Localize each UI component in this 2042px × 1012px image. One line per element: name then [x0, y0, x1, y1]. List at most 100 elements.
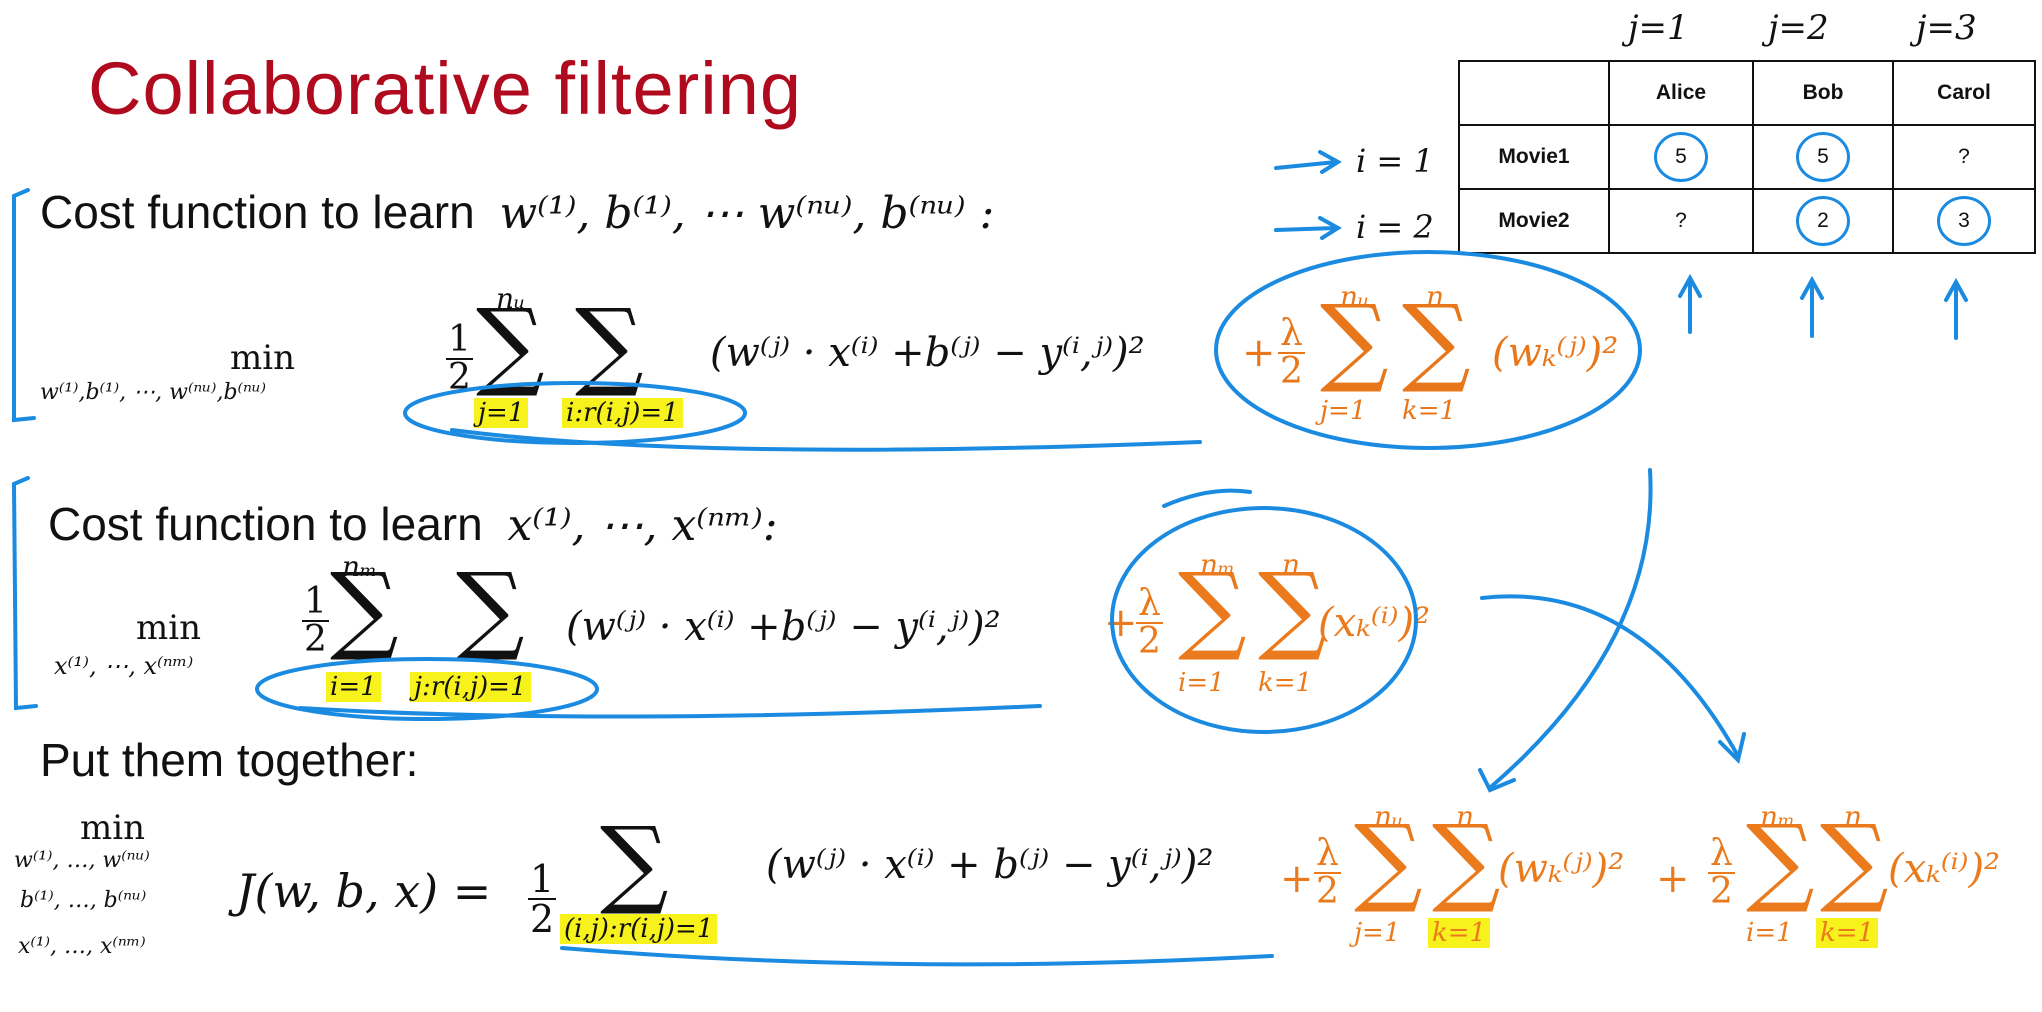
row-label-i2: i = 2	[1356, 208, 1434, 246]
section3-reg2-sum2: ∑	[1820, 804, 1889, 916]
oval-section2-sums	[255, 657, 599, 721]
bracket-section2	[11, 476, 38, 711]
section3-reg1-lambda: λ	[1314, 833, 1341, 874]
section2-reg-den: 2	[1137, 621, 1161, 662]
section3-reg2-sum2-bottom: k=1	[1816, 918, 1879, 948]
section3-squared-error: (w⁽ʲ⁾ · x⁽ⁱ⁾ + b⁽ʲ⁾ − y⁽ⁱ,ʲ⁾)²	[766, 842, 1214, 888]
section2-min: min	[136, 608, 202, 648]
table-row-movie1-name: Movie1	[1458, 124, 1610, 190]
col-label-j2: j=2	[1768, 8, 1829, 48]
section3-sum-bottom: (i,j):r(i,j)=1	[560, 914, 718, 944]
table-row: Movie1 5 5 ?	[1458, 124, 2036, 190]
section1-min-subscript: w⁽¹⁾,b⁽¹⁾, ⋯, w⁽ⁿᵘ⁾,b⁽ⁿᵘ⁾	[40, 380, 267, 405]
bracket-section1	[12, 188, 36, 423]
section2-reg-sum1-bottom: i=1	[1178, 668, 1225, 698]
oval-section1-reg	[1214, 250, 1642, 450]
table-cell: 5	[1752, 124, 1894, 190]
section2-params: x⁽¹⁾, ⋯, x⁽ⁿᵐ⁾:	[507, 500, 778, 551]
row-label-i1: i = 1	[1356, 142, 1434, 180]
table-header-row: Alice Bob Carol	[1458, 60, 2036, 126]
underline-section2	[298, 704, 1042, 719]
table-cell: ?	[1892, 124, 2036, 190]
section2-outer-sum-top: nₘ	[342, 550, 378, 583]
section2-half-den: 2	[304, 619, 327, 660]
section3-reg2-den: 2	[1709, 871, 1733, 912]
section3-min-sub1: w⁽¹⁾, …, w⁽ⁿᵘ⁾	[14, 848, 150, 873]
arrow-row1	[1274, 160, 1338, 170]
section3-reg2-lambda: λ	[1708, 833, 1735, 874]
section2-half-num: 1	[302, 581, 329, 622]
section3-half-den: 2	[530, 897, 555, 941]
section1-reg-sum2-bottom: k=1	[1402, 396, 1457, 426]
arrow-col2	[1800, 275, 1824, 338]
section3-reg2-sum1-top: nₘ	[1760, 800, 1796, 833]
section2-reg-sum2-top: n	[1282, 548, 1301, 581]
section1-outer-sum-top: nᵤ	[496, 282, 526, 315]
section2-reg-sum2-bottom: k=1	[1258, 668, 1313, 698]
section1-half-num: 1	[446, 319, 473, 360]
arrow-row2	[1274, 226, 1338, 232]
section3-reg1-term: (wₖ⁽ʲ⁾)²	[1498, 846, 1625, 892]
section2-reg-term: (xₖ⁽ⁱ⁾)²	[1318, 600, 1431, 646]
table-corner-cell	[1458, 60, 1610, 126]
section2-inner-sum-bottom: j:r(i,j)=1	[410, 672, 531, 702]
section1-outer-sum-bottom: j=1	[474, 398, 529, 428]
section3-reg2-sum2-top: n	[1844, 800, 1863, 833]
arrow-row1-head	[1318, 150, 1342, 174]
section1-reg-sum1-top: nᵤ	[1340, 280, 1370, 313]
section3-min-sub2: b⁽¹⁾, …, b⁽ⁿᵘ⁾	[20, 888, 147, 913]
section3-reg2-plus: +	[1656, 856, 1690, 902]
section2-heading-row: Cost function to learn x⁽¹⁾, ⋯, x⁽ⁿᵐ⁾:	[48, 497, 778, 551]
rating-circle: 5	[1796, 132, 1850, 182]
section3-reg1-plus: +	[1280, 856, 1314, 902]
table-header-bob: Bob	[1752, 60, 1894, 126]
underline-section3	[560, 946, 1274, 967]
section3-reg1-sum1-top: nᵤ	[1374, 800, 1404, 833]
section1-squared-error: (w⁽ʲ⁾ · x⁽ⁱ⁾ +b⁽ʲ⁾ − y⁽ⁱ,ʲ⁾)²	[710, 330, 1145, 376]
section3-half-num: 1	[528, 857, 557, 901]
section3-heading: Put them together:	[40, 734, 419, 786]
section3-lhs: J(w, b, x) =	[236, 864, 492, 918]
section1-reg-term: (wₖ⁽ʲ⁾)²	[1492, 330, 1619, 376]
arrow-reg-w	[1490, 468, 1653, 788]
section1-reg-lambda: λ	[1278, 313, 1305, 354]
arrow-oval2-tail	[1162, 488, 1252, 508]
table-cell: 2	[1752, 188, 1894, 254]
section2-outer-sum-bottom: i=1	[326, 672, 381, 702]
table-cell: ?	[1608, 188, 1754, 254]
section1-reg-den: 2	[1279, 351, 1303, 392]
section3-reg1-sum2-bottom: k=1	[1428, 918, 1491, 948]
section3-reg1-sum1: ∑	[1354, 804, 1423, 916]
table-header-alice: Alice	[1608, 60, 1754, 126]
underline-section1	[450, 428, 1202, 452]
ratings-table-wrap: Alice Bob Carol Movie1 5 5 ? Movie2 ? 2 …	[1458, 60, 2036, 254]
col-label-j1: j=1	[1628, 8, 1689, 48]
section1-heading-row: Cost function to learn w⁽¹⁾, b⁽¹⁾, ⋯ w⁽ⁿ…	[40, 185, 994, 239]
section1-outer-sum: ∑	[476, 288, 545, 400]
arrow-reg-x	[1480, 594, 1740, 758]
section2-reg-plus: +	[1104, 600, 1138, 646]
table-cell: 5	[1608, 124, 1754, 190]
section2-reg-sum1: ∑	[1178, 552, 1247, 664]
section1-reg-sum2: ∑	[1402, 284, 1471, 396]
section2-inner-sum: ∑	[456, 552, 525, 664]
section1-inner-sum-bottom: i:r(i,j)=1	[562, 398, 683, 428]
section2-outer-sum: ∑	[330, 552, 399, 664]
arrow-reg-w-head	[1478, 768, 1516, 793]
table-header-carol: Carol	[1892, 60, 2036, 126]
oval-section2-reg	[1110, 506, 1418, 734]
section3-reg2-term: (xₖ⁽ⁱ⁾)²	[1888, 846, 2001, 892]
table-cell: 3	[1892, 188, 2036, 254]
section3-reg1-den: 2	[1315, 871, 1339, 912]
section3-reg1-sum2-top: n	[1456, 800, 1475, 833]
arrow-col3	[1944, 277, 1968, 340]
section3-reg2-sum1: ∑	[1746, 804, 1815, 916]
section1-params: w⁽¹⁾, b⁽¹⁾, ⋯ w⁽ⁿᵘ⁾, b⁽ⁿᵘ⁾ :	[499, 188, 995, 239]
section3-reg1-sum1-bottom: j=1	[1354, 918, 1401, 948]
rating-circle: 3	[1937, 196, 1991, 246]
section1-heading: Cost function to learn	[40, 186, 475, 238]
section2-heading: Cost function to learn	[48, 498, 483, 550]
arrow-row2-head	[1318, 216, 1342, 240]
